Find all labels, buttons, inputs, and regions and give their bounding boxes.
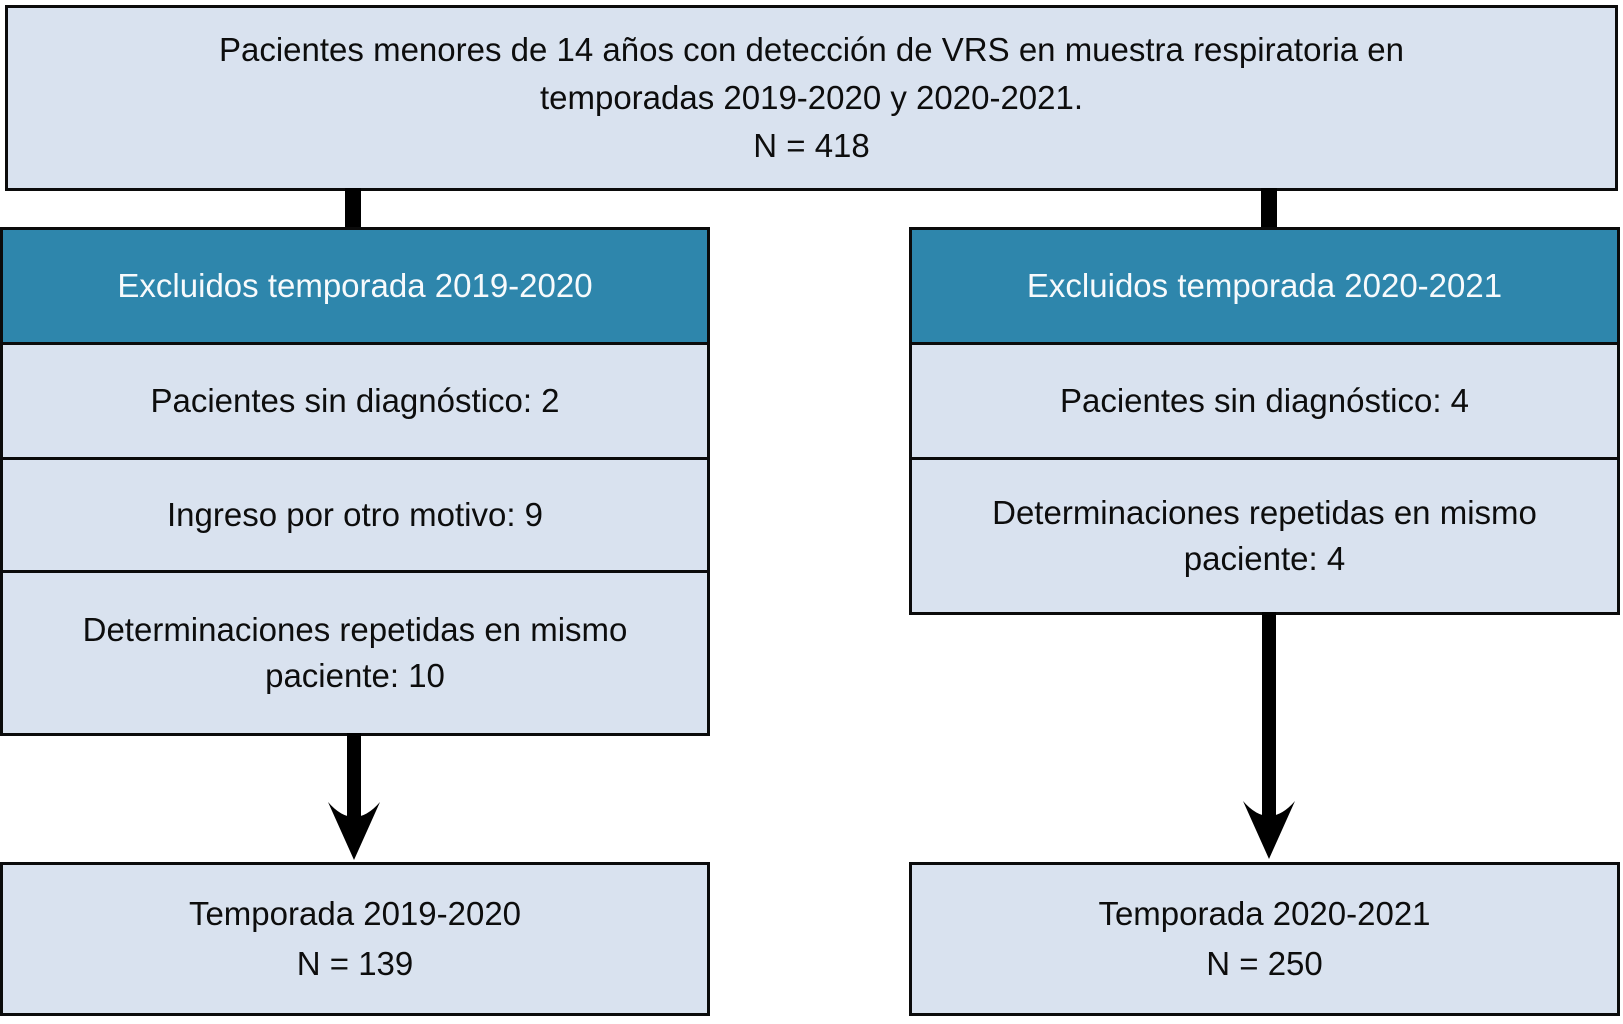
top-population-box: Pacientes menores de 14 años con detecci…: [5, 5, 1618, 191]
left-result-n: N = 139: [296, 945, 414, 982]
right-exclusions-header-text: Excluidos temporada 2020-2021: [1026, 267, 1503, 304]
down-arrow-icon: [328, 733, 380, 860]
right-exclusion-row-1: Pacientes sin diagnóstico: 4: [912, 342, 1617, 457]
left-exclusion-row-1-text: Pacientes sin diagnóstico: 2: [150, 382, 560, 419]
left-result-box: Temporada 2019-2020 N = 139: [0, 862, 710, 1016]
top-population-n: N = 418: [753, 127, 870, 164]
top-population-line1: Pacientes menores de 14 años con detecci…: [218, 31, 1405, 68]
right-exclusions-header: Excluidos temporada 2020-2021: [912, 230, 1617, 342]
left-exclusion-row-3-text: Determinaciones repetidas en mismo pacie…: [82, 611, 628, 694]
connector-top-to-right-branch: [1261, 188, 1277, 228]
left-exclusions-header-text: Excluidos temporada 2019-2020: [117, 267, 593, 304]
left-exclusions-header: Excluidos temporada 2019-2020: [3, 230, 707, 342]
right-exclusion-row-2-text: Determinaciones repetidas en mismo pacie…: [992, 494, 1537, 577]
right-exclusion-row-1-text: Pacientes sin diagnóstico: 4: [1059, 382, 1470, 419]
right-result-title: Temporada 2020-2021: [1098, 895, 1431, 932]
left-exclusion-row-1: Pacientes sin diagnóstico: 2: [3, 342, 707, 457]
right-result-box: Temporada 2020-2021 N = 250: [909, 862, 1620, 1016]
left-exclusions-table: Excluidos temporada 2019-2020 Pacientes …: [0, 227, 710, 736]
left-exclusion-row-2: Ingreso por otro motivo: 9: [3, 457, 707, 570]
right-exclusion-row-2: Determinaciones repetidas en mismo pacie…: [912, 457, 1617, 612]
connector-top-to-left-branch: [345, 188, 361, 228]
left-exclusion-row-2-text: Ingreso por otro motivo: 9: [166, 496, 544, 533]
right-exclusions-table: Excluidos temporada 2020-2021 Pacientes …: [909, 227, 1620, 615]
down-arrow-icon: [1243, 612, 1295, 859]
top-population-line2: temporadas 2019-2020 y 2020-2021.: [539, 79, 1084, 116]
left-result-title: Temporada 2019-2020: [188, 895, 522, 932]
right-result-n: N = 250: [1206, 945, 1323, 982]
left-exclusion-row-3: Determinaciones repetidas en mismo pacie…: [3, 570, 707, 733]
